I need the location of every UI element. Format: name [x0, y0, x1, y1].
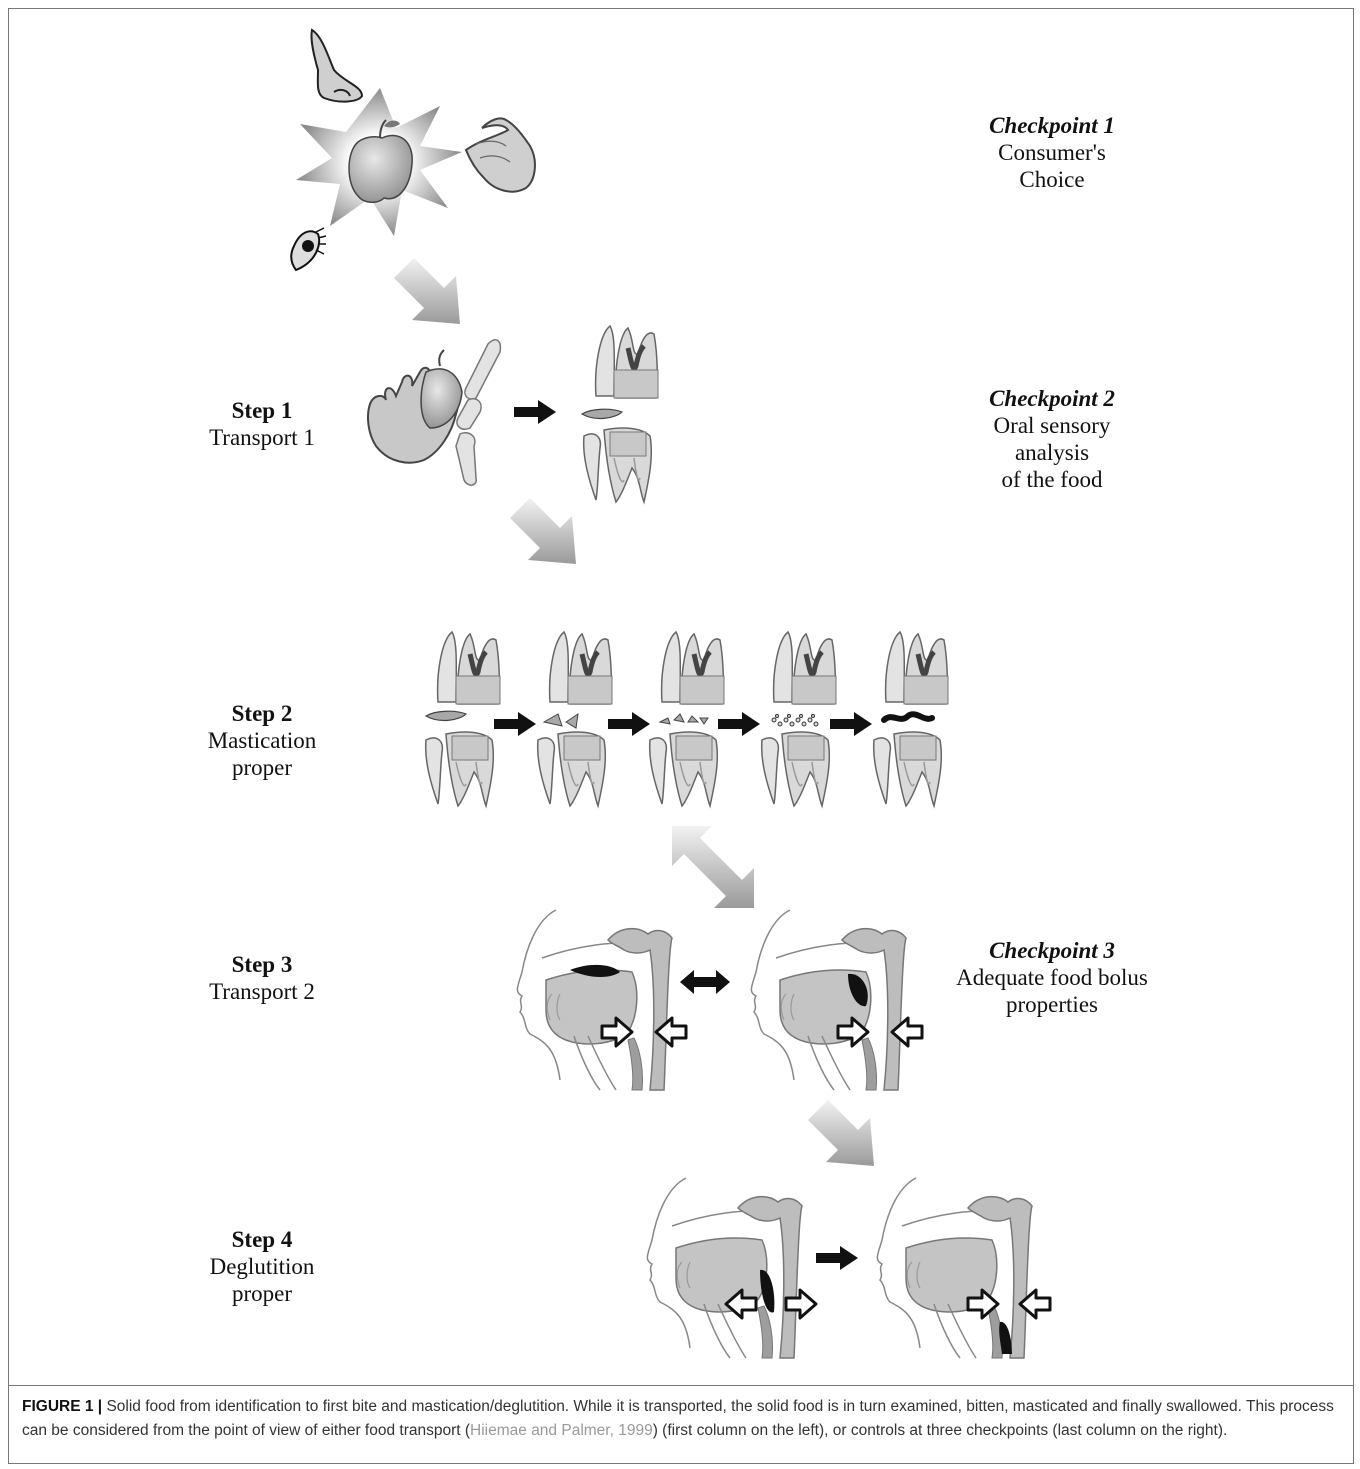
caption-text-end: ) (first column on the left), or control…	[653, 1422, 1228, 1439]
checkpoint-1-label: Checkpoint 1 Consumer's Choice	[932, 112, 1172, 193]
step-4-label: Step 4 Deglutition proper	[142, 1226, 382, 1307]
arrow-bite	[514, 400, 556, 424]
step-2-label: Step 2 Mastication proper	[142, 700, 382, 781]
checkpoint-2-line: analysis	[932, 439, 1172, 466]
molar-pair-stage-5	[874, 632, 948, 806]
arrow-stage-4	[830, 712, 872, 736]
step-4-title: Step 4	[142, 1226, 382, 1253]
checkpoint-1-line: Consumer's	[932, 139, 1172, 166]
checkpoint-3-label: Checkpoint 3 Adequate food bolus propert…	[932, 937, 1172, 1018]
step-2-line: proper	[142, 754, 382, 781]
step-4-line: Deglutition	[142, 1253, 382, 1280]
head-section-deglutition-a	[647, 1178, 816, 1358]
checkpoint-3-line: properties	[932, 991, 1172, 1018]
flow-double-arrow	[672, 826, 754, 908]
flow-arrow-down-1	[394, 258, 460, 324]
caption-divider	[8, 1385, 1354, 1386]
arrow-stage-3	[718, 712, 760, 736]
arrow-swallow	[816, 1246, 858, 1270]
head-section-transport-b	[751, 910, 922, 1090]
checkpoint-2-label: Checkpoint 2 Oral sensory analysis of th…	[932, 385, 1172, 493]
step-3-line: Transport 2	[142, 978, 382, 1005]
head-section-deglutition-b	[877, 1178, 1050, 1358]
incisor-teeth-icon	[456, 340, 500, 485]
caption-label: FIGURE 1 |	[22, 1398, 102, 1415]
molar-pair-stage-4	[762, 632, 836, 806]
step-1-line: Transport 1	[142, 424, 382, 451]
checkpoint-1-title: Checkpoint 1	[932, 112, 1172, 139]
head-section-transport-a	[517, 910, 686, 1090]
step-1-title: Step 1	[142, 397, 382, 424]
molar-pair-step1	[582, 326, 658, 502]
flow-arrow-down-2	[510, 498, 576, 564]
step-2-line: Mastication	[142, 727, 382, 754]
molar-pair-stage-1	[426, 632, 500, 806]
checkpoint-2-title: Checkpoint 2	[932, 385, 1172, 412]
checkpoint-2-line: of the food	[932, 466, 1172, 493]
nose-icon	[311, 30, 362, 102]
caption-citation-link[interactable]: Hiiemae and Palmer, 1999	[470, 1422, 653, 1439]
checkpoint-1-line: Choice	[932, 166, 1172, 193]
checkpoint-2-line: Oral sensory	[932, 412, 1172, 439]
hand-icon	[466, 118, 535, 191]
step-4-line: proper	[142, 1280, 382, 1307]
eye-icon	[291, 228, 326, 270]
arrow-stage-1	[494, 712, 536, 736]
molar-pair-stage-2	[538, 632, 612, 806]
step-3-label: Step 3 Transport 2	[142, 951, 382, 1005]
figure-caption: FIGURE 1 | Solid food from identificatio…	[22, 1395, 1338, 1443]
checkpoint-3-line: Adequate food bolus	[932, 964, 1172, 991]
hand-holding-apple-icon	[368, 350, 462, 463]
arrow-stage-2	[608, 712, 650, 736]
step-2-title: Step 2	[142, 700, 382, 727]
flow-arrow-down-3	[808, 1100, 874, 1166]
checkpoint-3-title: Checkpoint 3	[932, 937, 1172, 964]
arrow-bidirectional	[680, 970, 730, 994]
molar-pair-stage-3	[650, 632, 724, 806]
step-3-title: Step 3	[142, 951, 382, 978]
step-1-label: Step 1 Transport 1	[142, 397, 382, 451]
